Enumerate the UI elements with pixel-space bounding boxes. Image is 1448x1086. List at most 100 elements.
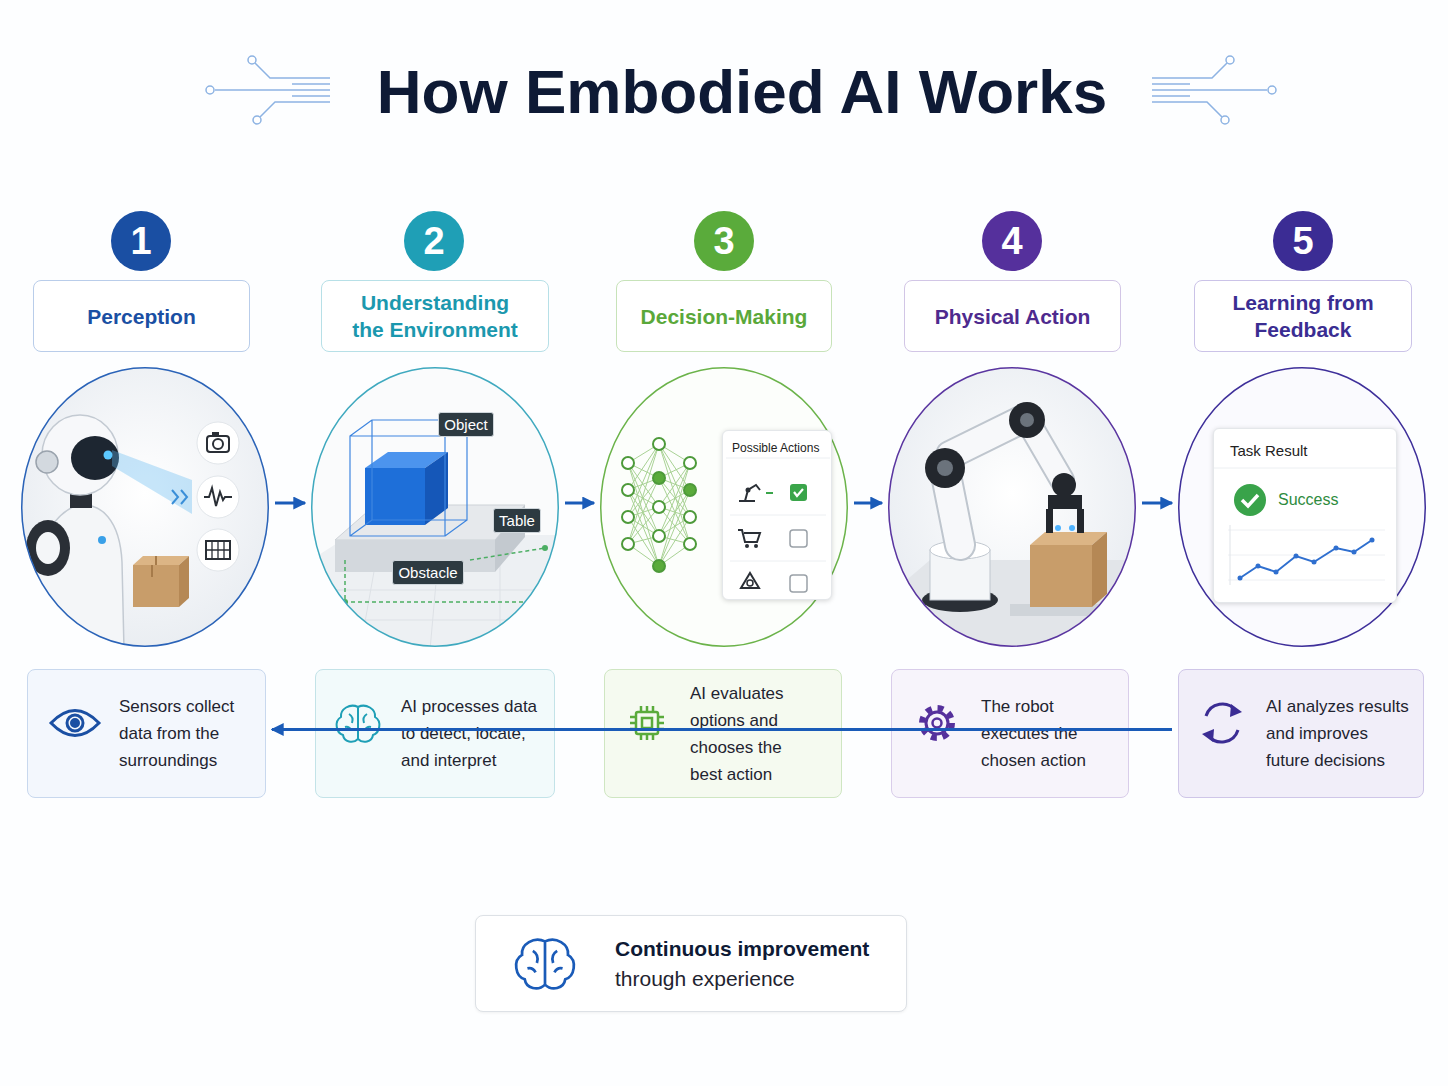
node-text: Continuous improvement bbox=[615, 934, 906, 964]
circuit-decoration bbox=[1152, 63, 1267, 117]
scene-illustration bbox=[365, 468, 425, 525]
illustration-circle bbox=[888, 367, 1136, 647]
circle-backgrounds bbox=[21, 367, 1426, 647]
neural-network bbox=[684, 511, 696, 523]
scene-illustration bbox=[311, 535, 560, 650]
step-label: Physical Action bbox=[904, 280, 1121, 352]
scene-illustration bbox=[365, 452, 448, 468]
robot-arm-illustration bbox=[1030, 425, 1062, 480]
robot-arm-illustration bbox=[1010, 604, 1140, 616]
result-card: Task ResultSuccess bbox=[1213, 428, 1397, 603]
neural-network bbox=[653, 560, 665, 572]
robot-illustration bbox=[206, 541, 230, 559]
action-options bbox=[790, 575, 807, 592]
neural-network bbox=[622, 457, 634, 469]
node-text: 3 bbox=[713, 221, 734, 261]
neural-network bbox=[622, 438, 696, 572]
robot-arm-illustration bbox=[1092, 532, 1107, 607]
task-result-chart bbox=[1242, 495, 1258, 506]
node-outline bbox=[888, 367, 1136, 647]
robot-illustration bbox=[197, 476, 239, 518]
robot-illustration bbox=[36, 451, 58, 473]
robot-illustration bbox=[133, 565, 179, 607]
circuit-decoration bbox=[206, 56, 1276, 124]
scene-illustration bbox=[425, 452, 448, 525]
circle-backgrounds bbox=[311, 367, 559, 647]
robot-arm-illustration bbox=[922, 588, 998, 612]
robot-arm-illustration bbox=[1069, 525, 1075, 531]
node-text: Possible Actions bbox=[723, 431, 831, 455]
action-options bbox=[726, 458, 830, 561]
robot-arm-illustration bbox=[930, 550, 990, 600]
neural-network bbox=[653, 501, 665, 513]
description-box: AI evaluates options and chooses the bes… bbox=[604, 669, 842, 798]
scene-illustration bbox=[350, 420, 467, 536]
task-result-chart bbox=[1238, 576, 1243, 581]
scene-illustration bbox=[311, 420, 560, 650]
circuit-decoration bbox=[206, 86, 214, 94]
node-text: Obstacle bbox=[398, 564, 457, 582]
brain-icon bbox=[516, 940, 574, 989]
robot-arm-illustration bbox=[950, 418, 1025, 455]
neural-network bbox=[622, 438, 696, 572]
node-text: The robot executes the chosen action bbox=[981, 693, 1096, 774]
flow-arrow bbox=[854, 502, 882, 505]
node-text: through experience bbox=[615, 964, 906, 994]
task-result-chart bbox=[1214, 468, 1396, 469]
node-outline bbox=[311, 367, 559, 647]
node-shape bbox=[22, 368, 269, 647]
node-text: Task Result bbox=[1214, 429, 1396, 459]
scene-illustration bbox=[330, 548, 545, 602]
flow-arrow bbox=[272, 728, 1172, 731]
circle-backgrounds bbox=[600, 367, 848, 647]
chip-icon bbox=[642, 718, 652, 728]
step-number: 3 bbox=[694, 211, 754, 271]
robot-illustration bbox=[172, 490, 187, 504]
action-options bbox=[754, 544, 758, 548]
action-options bbox=[766, 492, 773, 494]
robot-illustration bbox=[197, 529, 239, 571]
node-shape bbox=[1273, 211, 1333, 271]
robot-illustration bbox=[98, 536, 106, 544]
action-options bbox=[741, 573, 759, 588]
node-text: 2 bbox=[423, 221, 444, 261]
robot-arm-illustration bbox=[1052, 473, 1076, 497]
chip-icon bbox=[636, 712, 658, 734]
node-text: Perception bbox=[47, 303, 237, 330]
robot-illustration bbox=[204, 488, 232, 506]
description-box: Sensors collect data from the surroundin… bbox=[27, 669, 266, 798]
cycle-icon bbox=[1202, 729, 1214, 742]
robot-illustration bbox=[179, 556, 189, 607]
chip-icon bbox=[630, 706, 664, 740]
robot-arm-illustration bbox=[1048, 495, 1082, 509]
circuit-decoration bbox=[1268, 86, 1276, 94]
task-result-chart bbox=[1294, 554, 1299, 559]
robot-illustration bbox=[104, 451, 113, 460]
step-number: 2 bbox=[404, 211, 464, 271]
robot-illustration bbox=[36, 532, 60, 564]
gear-icon bbox=[926, 712, 948, 734]
robot-illustration bbox=[212, 432, 219, 436]
gear-icon bbox=[933, 719, 942, 728]
circuit-decoration bbox=[253, 116, 261, 124]
neural-network bbox=[684, 484, 696, 496]
eye-icon bbox=[67, 715, 83, 731]
node-text: AI analyzes results and improves future … bbox=[1266, 693, 1414, 774]
node-text: 1 bbox=[130, 221, 151, 261]
options-card: Possible Actions bbox=[722, 430, 832, 600]
neural-network bbox=[622, 484, 634, 496]
gear-icon bbox=[922, 708, 952, 738]
title: How Embodied AI Works bbox=[242, 52, 1242, 132]
action-options bbox=[745, 544, 749, 548]
neural-network bbox=[628, 444, 690, 566]
robot-arm-illustration bbox=[945, 470, 960, 545]
robot-arm-illustration bbox=[1030, 532, 1107, 545]
neural-network bbox=[653, 438, 665, 450]
neural-network bbox=[653, 530, 665, 542]
step-label: Decision-Making bbox=[616, 280, 832, 352]
robot-arm-illustration bbox=[1009, 402, 1045, 438]
action-options bbox=[738, 530, 760, 542]
step-label: Understanding the Environment bbox=[321, 280, 549, 352]
